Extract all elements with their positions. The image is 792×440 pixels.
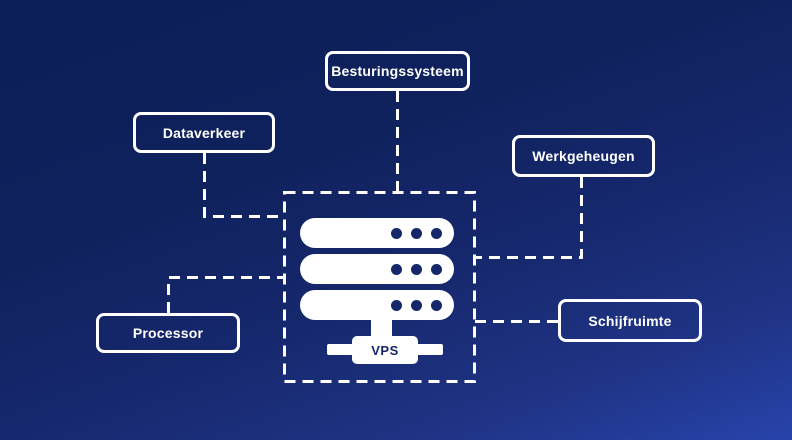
led-dot-icon — [411, 299, 422, 311]
connector-dataverkeer — [203, 153, 284, 218]
led-dot-icon — [391, 299, 402, 311]
connector-werkgeheugen — [475, 177, 583, 259]
server-rack-unit-1 — [300, 218, 454, 248]
vps-label: VPS — [371, 342, 399, 358]
vps-dashed-boundary — [283, 191, 476, 383]
node-dataverkeer: Dataverkeer — [133, 112, 275, 153]
led-dot-icon — [431, 227, 442, 239]
node-werkgeheugen-label: Werkgeheugen — [532, 148, 635, 164]
led-dot-icon — [431, 299, 442, 311]
node-dataverkeer-label: Dataverkeer — [162, 124, 246, 141]
base-wing-left — [327, 344, 354, 355]
led-dot-icon — [411, 263, 422, 275]
node-werkgeheugen: Werkgeheugen — [512, 135, 655, 177]
base-wing-right — [416, 344, 443, 355]
connector-processor — [167, 276, 284, 313]
server-rack-unit-2 — [300, 254, 454, 284]
server-stand — [371, 316, 392, 342]
server-rack-unit-3 — [300, 290, 454, 320]
node-besturingssysteem-label: Besturingssysteem — [331, 63, 464, 79]
node-besturingssysteem: Besturingssysteem — [325, 51, 470, 91]
node-schijfruimte-label: Schijfruimte — [588, 312, 672, 329]
vps-base-plate: VPS — [352, 336, 418, 364]
led-dot-icon — [391, 227, 402, 239]
node-schijfruimte: Schijfruimte — [558, 299, 702, 342]
node-processor-label: Processor — [132, 325, 204, 341]
led-dot-icon — [391, 263, 402, 275]
node-processor: Processor — [96, 313, 240, 353]
led-dot-icon — [411, 227, 422, 239]
led-dot-icon — [431, 263, 442, 275]
